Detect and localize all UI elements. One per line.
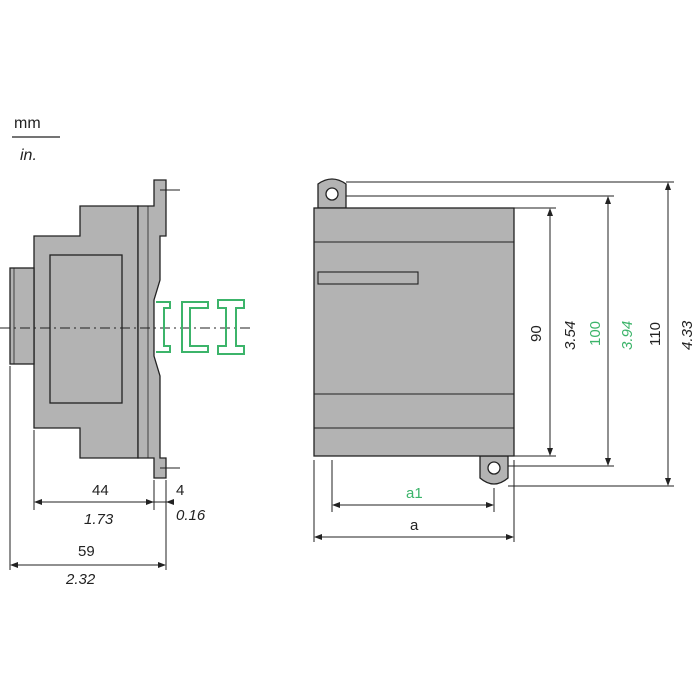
dim-100: 100 [587, 321, 604, 346]
dim-0-16: 0.16 [176, 507, 206, 524]
dim-a1: a1 [406, 485, 423, 502]
unit-mm-label: mm [14, 115, 41, 132]
dim-59: 59 [78, 543, 95, 560]
dim-2-32: 2.32 [65, 571, 96, 588]
dim-4: 4 [176, 482, 184, 499]
din-rail-profiles [156, 299, 245, 355]
front-dimensions [313, 181, 674, 542]
front-body [313, 207, 515, 457]
rail-profile-3 [217, 299, 245, 355]
dim-110: 110 [647, 322, 664, 346]
dim-4-33: 4.33 [679, 320, 696, 350]
mount-hole-top [325, 187, 339, 201]
dim-44: 44 [92, 482, 109, 499]
dim-3-54: 3.54 [562, 321, 579, 350]
rail-profile-2 [181, 301, 209, 353]
label-slot [317, 271, 419, 285]
side-window [49, 254, 123, 404]
dim-1-73: 1.73 [84, 511, 114, 528]
side-dimensions [9, 366, 168, 570]
side-view-device [9, 179, 167, 479]
dim-3-94: 3.94 [619, 321, 636, 350]
front-view-device [313, 178, 515, 485]
mount-hole-bottom [487, 461, 501, 475]
unit-in-label: in. [20, 147, 37, 164]
rail-profile-1 [156, 301, 171, 353]
dim-90: 90 [528, 325, 545, 342]
dim-a: a [410, 517, 419, 534]
side-mount-plate [137, 179, 167, 479]
